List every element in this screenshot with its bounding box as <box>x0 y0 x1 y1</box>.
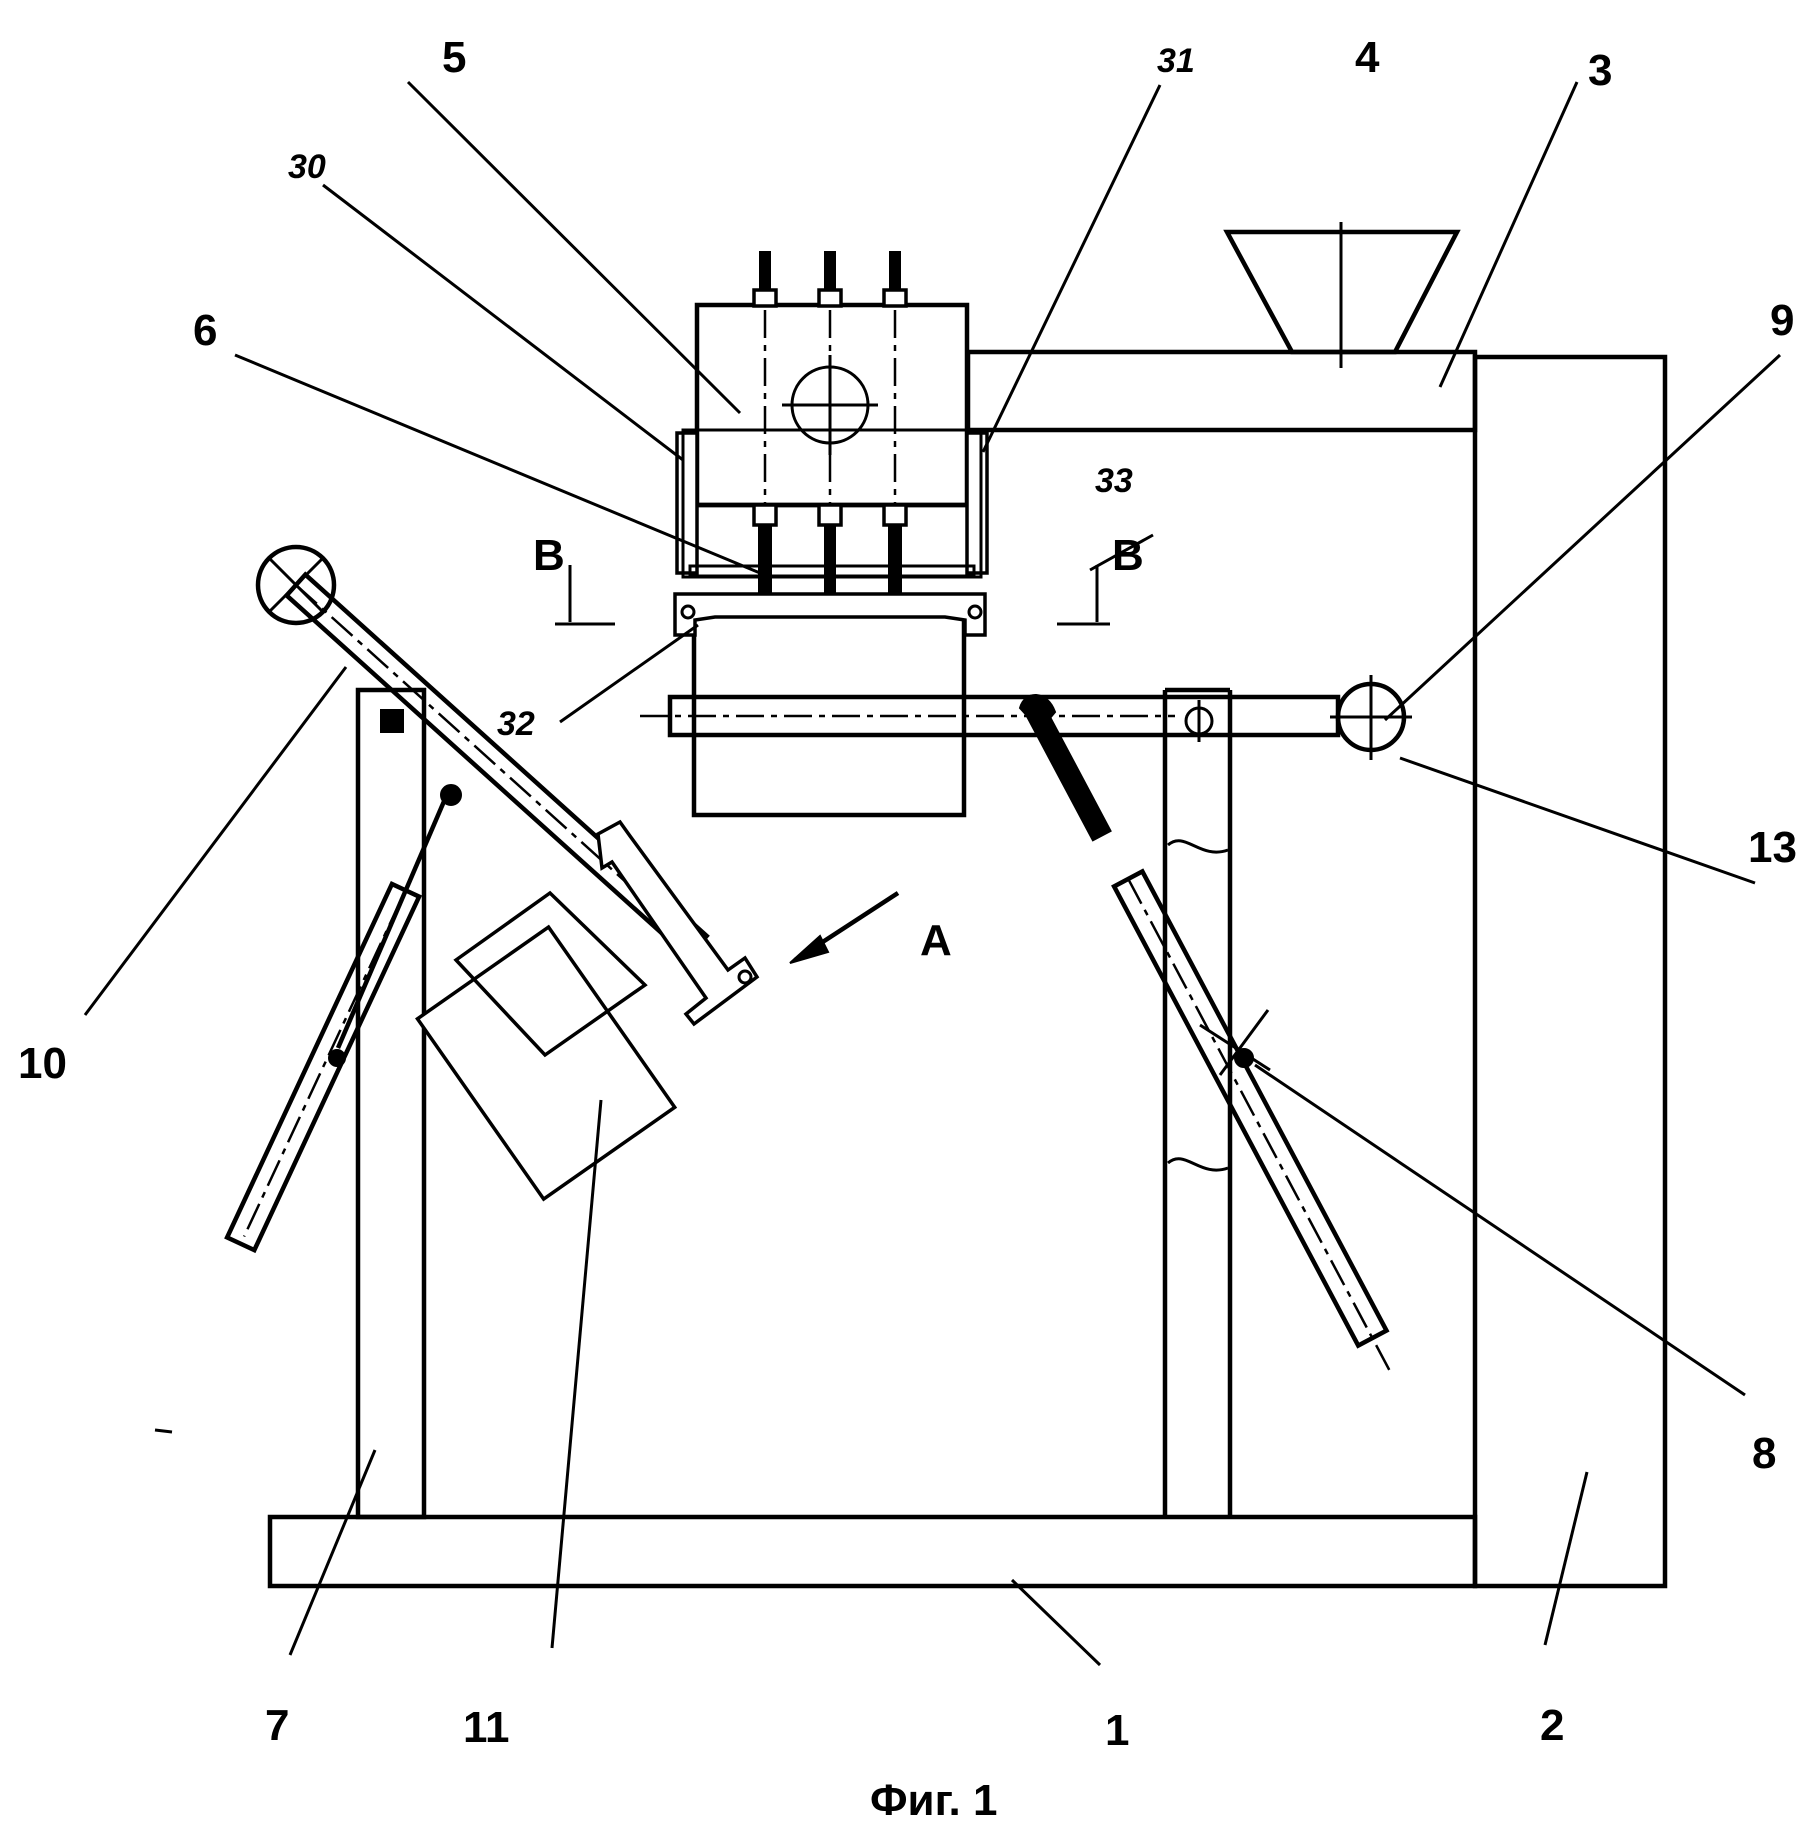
ref-7: 7 <box>265 1701 289 1750</box>
base-beam <box>270 1517 1475 1586</box>
right-post <box>1475 357 1665 1586</box>
ref-10: 10 <box>18 1039 67 1088</box>
hopper <box>1227 222 1457 368</box>
ref-32: 32 <box>497 705 535 743</box>
view-arrow: A <box>790 893 952 965</box>
ref-2: 2 <box>1540 1701 1564 1750</box>
mold-plate <box>675 594 985 635</box>
ref-13: 13 <box>1748 823 1797 872</box>
guide-bar <box>640 675 1412 760</box>
right-stand <box>1165 690 1230 1517</box>
section-mark-left: B <box>533 531 615 624</box>
left-stand <box>358 690 424 1517</box>
figure-caption: Фиг. 1 <box>870 1776 997 1825</box>
punches <box>754 252 906 593</box>
ref-30: 30 <box>288 148 326 186</box>
top-beam <box>968 352 1475 430</box>
punch-right <box>884 252 906 593</box>
ref-33: 33 <box>1095 462 1133 500</box>
ref-6: 6 <box>193 306 217 355</box>
ref-5: 5 <box>442 33 466 82</box>
ref-8: 8 <box>1752 1429 1776 1478</box>
left-cylinder <box>155 785 461 1432</box>
pusher-plate <box>598 822 757 1024</box>
section-mark-right: B <box>1057 531 1144 624</box>
ref-9: 9 <box>1770 296 1794 345</box>
ref-31: 31 <box>1157 42 1195 80</box>
ref-1: 1 <box>1105 1706 1129 1755</box>
ref-11: 11 <box>463 1703 510 1752</box>
ref-3: 3 <box>1588 46 1612 95</box>
section-letter-left: B <box>533 531 565 580</box>
ref-4: 4 <box>1355 33 1380 82</box>
mold-block <box>694 615 964 815</box>
mold-box <box>417 893 674 1199</box>
punch-left <box>754 252 776 593</box>
leader-lines <box>85 82 1780 1665</box>
punch-middle <box>819 252 841 593</box>
view-letter: A <box>920 916 952 965</box>
right-cylinder <box>1020 695 1405 1381</box>
